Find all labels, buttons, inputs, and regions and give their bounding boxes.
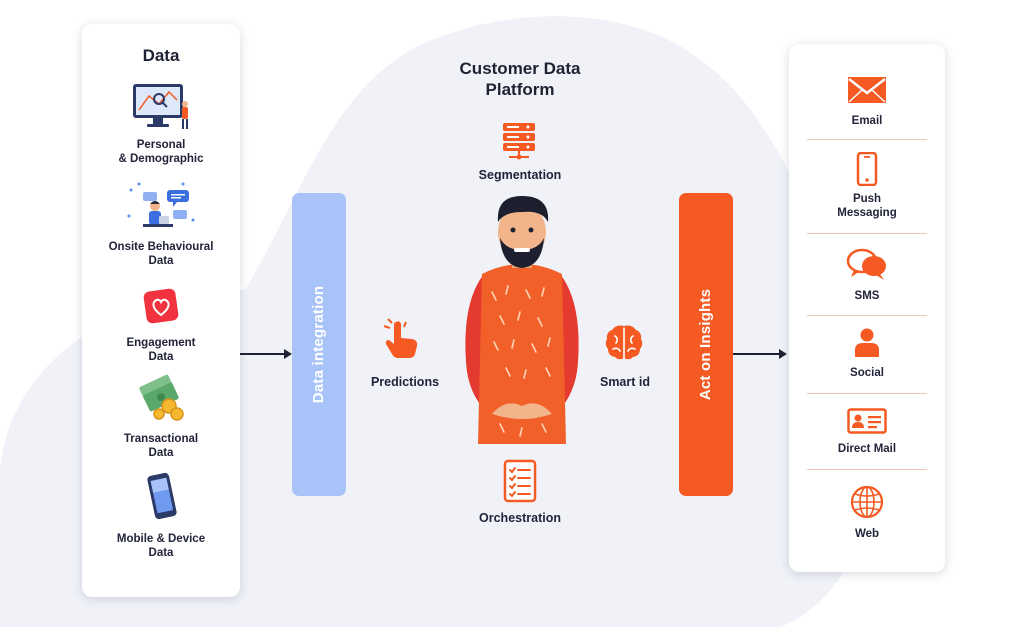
channel-divider (807, 393, 927, 394)
channel-label-line: Messaging (837, 207, 897, 219)
channel-web: Web (789, 485, 945, 541)
user-icon (855, 328, 879, 357)
act-on-insights-bar: Act on Insights (679, 193, 733, 496)
channel-divider (807, 233, 927, 234)
platform-title-line: Platform (485, 80, 555, 99)
source-label-line: Personal (136, 139, 186, 151)
act-on-insights-label: Act on Insights (697, 288, 715, 401)
phone-icon (856, 152, 878, 186)
customer-person-icon (465, 196, 579, 444)
channel-label-line: Email (851, 115, 883, 127)
envelope-icon (848, 77, 886, 103)
source-label-line: Onsite Behavioural (108, 241, 214, 253)
source-personal-demographic: Personal & Demographic (82, 82, 240, 166)
channel-email: Email (789, 76, 945, 128)
source-transactional: Transactional Data (82, 374, 240, 460)
platform-title: Customer Data Platform (430, 58, 610, 100)
orchestration-label: Orchestration (479, 511, 561, 525)
chat-bubbles-icon (846, 248, 886, 280)
platform-title-line: Customer Data (459, 59, 581, 78)
data-integration-bar: Data integration (292, 193, 346, 496)
server-stack-icon (503, 123, 535, 160)
source-label-line: & Demographic (118, 153, 204, 165)
data-sources-card: Data Personal & Demographic (82, 24, 240, 597)
segmentation-label: Segmentation (478, 168, 562, 182)
pointer-hand-icon (383, 318, 418, 358)
channel-social: Social (789, 328, 945, 380)
checklist-icon (503, 459, 537, 503)
globe-icon (850, 485, 884, 519)
source-label-line: Data (148, 351, 174, 363)
arrow-sources-to-integration (240, 349, 292, 359)
source-engagement: Engagement Data (82, 286, 240, 364)
channel-direct-mail: Direct Mail (789, 408, 945, 456)
data-integration-label: Data integration (310, 285, 328, 404)
channels-card: Email Push Messaging SMS Social (789, 44, 945, 572)
channel-sms: SMS (789, 247, 945, 303)
source-label-line: Data (148, 255, 174, 267)
predictions-label: Predictions (370, 375, 440, 389)
arrow-act-to-channels (733, 349, 787, 359)
source-label-line: Data (148, 447, 174, 459)
smart-id-label: Smart id (599, 375, 650, 389)
data-sources-title: Data (142, 46, 180, 65)
channel-label-line: Push (852, 193, 882, 205)
source-onsite-behavioural: Onsite Behavioural Data (82, 180, 240, 268)
source-label-line: Engagement (126, 337, 196, 349)
source-label-line: Mobile & Device (116, 533, 206, 545)
smartphone-icon (147, 472, 177, 520)
source-mobile-device: Mobile & Device Data (82, 472, 240, 560)
brain-icon (605, 325, 643, 360)
id-card-icon (847, 408, 887, 434)
source-label-line: Data (148, 547, 174, 559)
channel-label-line: SMS (854, 290, 880, 302)
channel-divider (807, 469, 927, 470)
monitor-map-icon (133, 84, 188, 129)
money-coins-icon (139, 374, 184, 421)
channel-label-line: Direct Mail (837, 443, 897, 455)
person-chat-icon (127, 182, 195, 227)
channel-push-messaging: Push Messaging (789, 152, 945, 220)
channel-divider (807, 315, 927, 316)
channel-label-line: Social (850, 367, 884, 379)
source-label-line: Transactional (123, 433, 199, 445)
channel-label-line: Web (854, 528, 880, 540)
heart-icon (143, 288, 179, 324)
channel-divider (807, 139, 927, 140)
